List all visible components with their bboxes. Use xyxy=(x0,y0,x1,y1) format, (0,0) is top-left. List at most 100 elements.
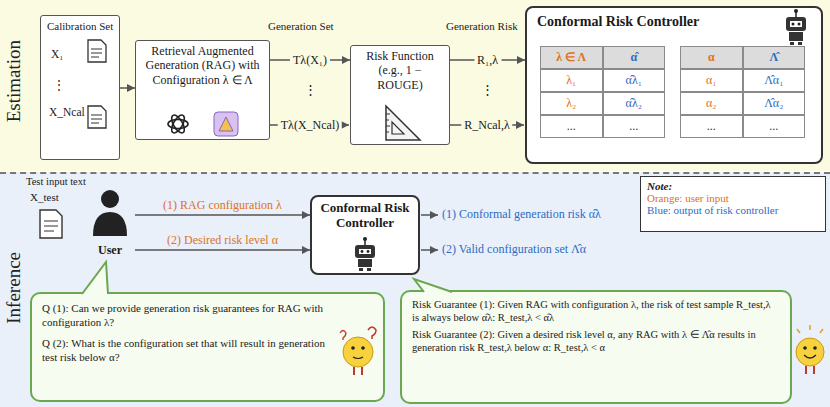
text-label: (1) Conformal generation risk α̂λ xyxy=(442,207,601,221)
model-logo xyxy=(219,117,233,131)
robot-icon xyxy=(798,42,802,45)
emoji-face xyxy=(351,346,355,350)
flow-arrow xyxy=(421,249,438,251)
document-icon xyxy=(88,40,106,62)
controller-box: Conformal Risk Controller λ ∈ Λα̂λ₁α̂λ₁λ₂… xyxy=(525,6,823,164)
flow-arrow xyxy=(135,214,310,216)
llm-logo xyxy=(169,113,187,135)
user-icon xyxy=(93,212,127,236)
robot-icon xyxy=(789,32,803,41)
emoji-face xyxy=(354,367,362,375)
llm-logo xyxy=(168,113,188,135)
emoji-face xyxy=(804,355,816,358)
llm-logo xyxy=(169,113,187,135)
text-label: X_test xyxy=(30,191,59,204)
table: αΛ̂α₁Λ̂α₁α₂Λ̂α₂...... xyxy=(680,46,805,154)
emoji-face xyxy=(813,346,817,350)
table-cell: α̂λ₂ xyxy=(603,92,666,115)
table-cell: α₂ xyxy=(680,92,743,115)
robot-icon xyxy=(359,268,363,271)
table-cell: ... xyxy=(743,115,806,138)
robot-icon xyxy=(786,17,806,31)
node-title: Q (1): Can we provide generation risk gu… xyxy=(42,301,333,330)
text-label: (2) Valid configuration set Λ̂α xyxy=(442,242,586,256)
text-label: Generation Set xyxy=(268,20,334,33)
node-text: Risk Guarantee (2): Given a desired risk… xyxy=(412,328,780,354)
table: λ ∈ Λα̂λ₁α̂λ₁λ₂α̂λ₂...... xyxy=(540,46,665,154)
robot-icon xyxy=(367,268,371,271)
robot-icon xyxy=(367,250,370,253)
table-cell: α̂ xyxy=(603,46,666,69)
robot-icon xyxy=(355,245,375,258)
flow-arrow xyxy=(421,214,438,216)
robot-icon xyxy=(795,12,797,17)
band: Estimation Calibration SetX₁⋮X_NcalRetrie… xyxy=(0,0,830,171)
node-title: Conformal Risk Controller xyxy=(316,201,414,231)
node-text: X_Ncal xyxy=(47,106,113,118)
emoji-face xyxy=(343,337,373,367)
robot-icon xyxy=(364,240,366,245)
table-cell: ... xyxy=(540,115,603,138)
ruler-icon xyxy=(386,106,420,140)
flow-arrow xyxy=(135,249,310,251)
text-label: ⋮ xyxy=(481,82,494,98)
speech-tail xyxy=(414,279,452,292)
robot-icon xyxy=(790,42,794,45)
flow-arrow xyxy=(270,125,524,250)
node-title: Calibration Set xyxy=(47,20,113,32)
document-icon xyxy=(88,40,106,62)
emoji-face xyxy=(796,325,824,374)
emoji-face xyxy=(368,327,376,339)
emoji-face xyxy=(806,366,814,374)
band: Inference User Conformal Risk Controller No… xyxy=(0,172,830,407)
robot-icon xyxy=(798,23,801,26)
emoji-face xyxy=(797,325,823,333)
node-title: Risk Guarantee (1): Given RAG with confi… xyxy=(412,298,780,324)
node-title: Inference xyxy=(3,252,25,324)
table-cell: α̂λ₁ xyxy=(603,69,666,92)
node-title: Risk Function (e.g., 1 − ROUGE) xyxy=(355,49,445,92)
speech-tail xyxy=(82,262,452,294)
robot-icon xyxy=(794,9,798,13)
document-icon xyxy=(40,210,62,238)
robot-icon xyxy=(363,237,367,241)
model-logo xyxy=(214,112,238,136)
robot-icon xyxy=(361,250,364,253)
robot-icon xyxy=(359,249,371,254)
text-label: Generation Risk xyxy=(446,20,518,33)
ruler-icon xyxy=(386,114,390,132)
text-label: ⋮ xyxy=(304,82,317,98)
table-cell: α xyxy=(680,46,743,69)
robot-icon xyxy=(792,23,795,26)
data-box: Calibration SetX₁⋮X_Ncal xyxy=(40,15,120,160)
edge-label: Tλ(X₁) xyxy=(290,53,330,67)
document-icon xyxy=(91,115,102,123)
robot-icon xyxy=(358,259,372,267)
ruler-icon xyxy=(386,106,420,140)
emoji-face xyxy=(796,338,824,366)
process-box: Retrieval Augmented Generation (RAG) wit… xyxy=(135,40,270,140)
document-icon xyxy=(44,221,58,231)
document-icon xyxy=(88,106,106,128)
llm-logo xyxy=(168,120,188,129)
speech-tail xyxy=(414,279,452,292)
speech-tail xyxy=(82,262,108,294)
node-text: Q (2): What is the configuration set tha… xyxy=(42,336,333,365)
robot-icon xyxy=(790,21,802,27)
table-cell: α₁ xyxy=(680,69,743,92)
table-cell: ... xyxy=(603,115,666,138)
text-label: Test input text xyxy=(26,176,86,189)
user-node: User xyxy=(85,183,135,258)
document-icon xyxy=(91,49,102,57)
note-box: Note:Orange: user inputBlue: output of r… xyxy=(640,176,826,232)
table-cell: Λ̂ xyxy=(743,46,806,69)
user-icon xyxy=(93,190,127,236)
emoji-face xyxy=(340,331,346,341)
node-title: Conformal Risk Controller xyxy=(537,14,811,30)
table-cell: Λ̂α₁ xyxy=(743,69,806,92)
node-title: Estimation xyxy=(3,40,25,122)
node-text: Blue: output of risk controller xyxy=(647,204,819,216)
table-cell: Λ̂α₂ xyxy=(743,92,806,115)
speech-bubble: Q (1): Can we provide generation risk gu… xyxy=(30,292,385,402)
